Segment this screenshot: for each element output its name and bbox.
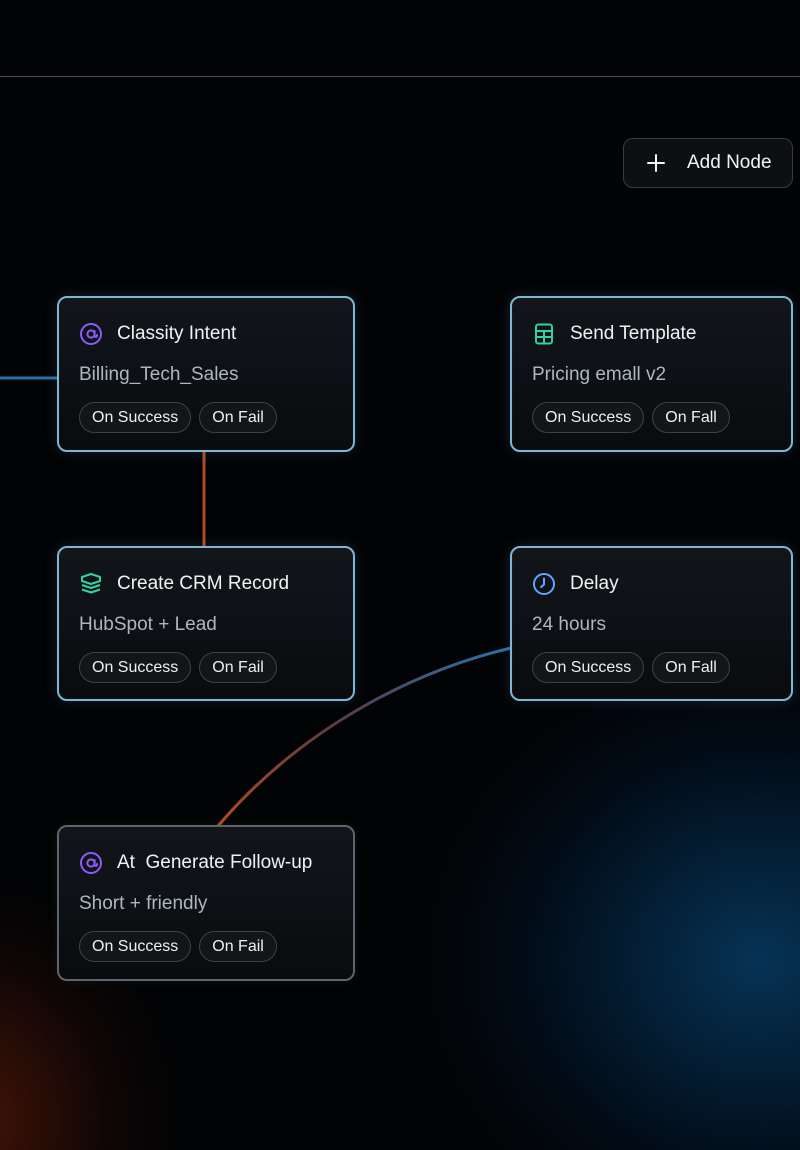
node-subtitle: 24 hours	[532, 614, 606, 635]
port-on-fail[interactable]: On Fail	[199, 652, 277, 683]
header-divider	[0, 76, 800, 77]
node-subtitle: HubSpot + Lead	[79, 614, 217, 635]
port-on-fail[interactable]: On Fall	[652, 652, 730, 683]
node-send-template[interactable]: Send Template Pricing emall v2 On Succes…	[510, 296, 793, 452]
node-subtitle: Short + friendly	[79, 893, 208, 914]
add-node-label: Add Node	[687, 152, 772, 173]
port-on-success[interactable]: On Success	[79, 652, 192, 683]
port-on-fail[interactable]: On Fail	[199, 402, 277, 433]
edge-followup-to-delay	[216, 646, 512, 827]
add-node-button[interactable]: Add Node	[623, 138, 793, 188]
node-generate-follow-up[interactable]: At Generate Follow-up Short + friendly O…	[57, 825, 355, 981]
port-on-success[interactable]: On Success	[532, 652, 645, 683]
template-icon	[535, 323, 553, 345]
port-on-fail[interactable]: On Fail	[199, 931, 277, 962]
layers-icon	[81, 573, 101, 594]
node-title: Send Template	[570, 323, 697, 344]
node-title: At Generate Follow-up	[117, 852, 313, 873]
port-on-success[interactable]: On Success	[79, 931, 192, 962]
node-delay[interactable]: Delay 24 hours On Success On Fall	[510, 546, 793, 701]
node-subtitle: Pricing emall v2	[532, 364, 667, 385]
node-classify-intent[interactable]: Classity Intent Billing_Tech_Sales On Su…	[57, 296, 355, 452]
port-on-fail[interactable]: On Fall	[652, 402, 730, 433]
clock-icon	[533, 573, 555, 595]
node-title: Delay	[570, 573, 619, 594]
at-sign-icon	[80, 323, 102, 345]
node-title: Create CRM Record	[117, 573, 290, 594]
node-title: Classity Intent	[117, 323, 237, 344]
node-subtitle: Billing_Tech_Sales	[79, 364, 239, 385]
plus-icon	[647, 154, 665, 172]
port-on-success[interactable]: On Success	[79, 402, 192, 433]
port-on-success[interactable]: On Success	[532, 402, 645, 433]
node-create-crm-record[interactable]: Create CRM Record HubSpot + Lead On Succ…	[57, 546, 355, 701]
at-sign-icon	[80, 852, 102, 874]
